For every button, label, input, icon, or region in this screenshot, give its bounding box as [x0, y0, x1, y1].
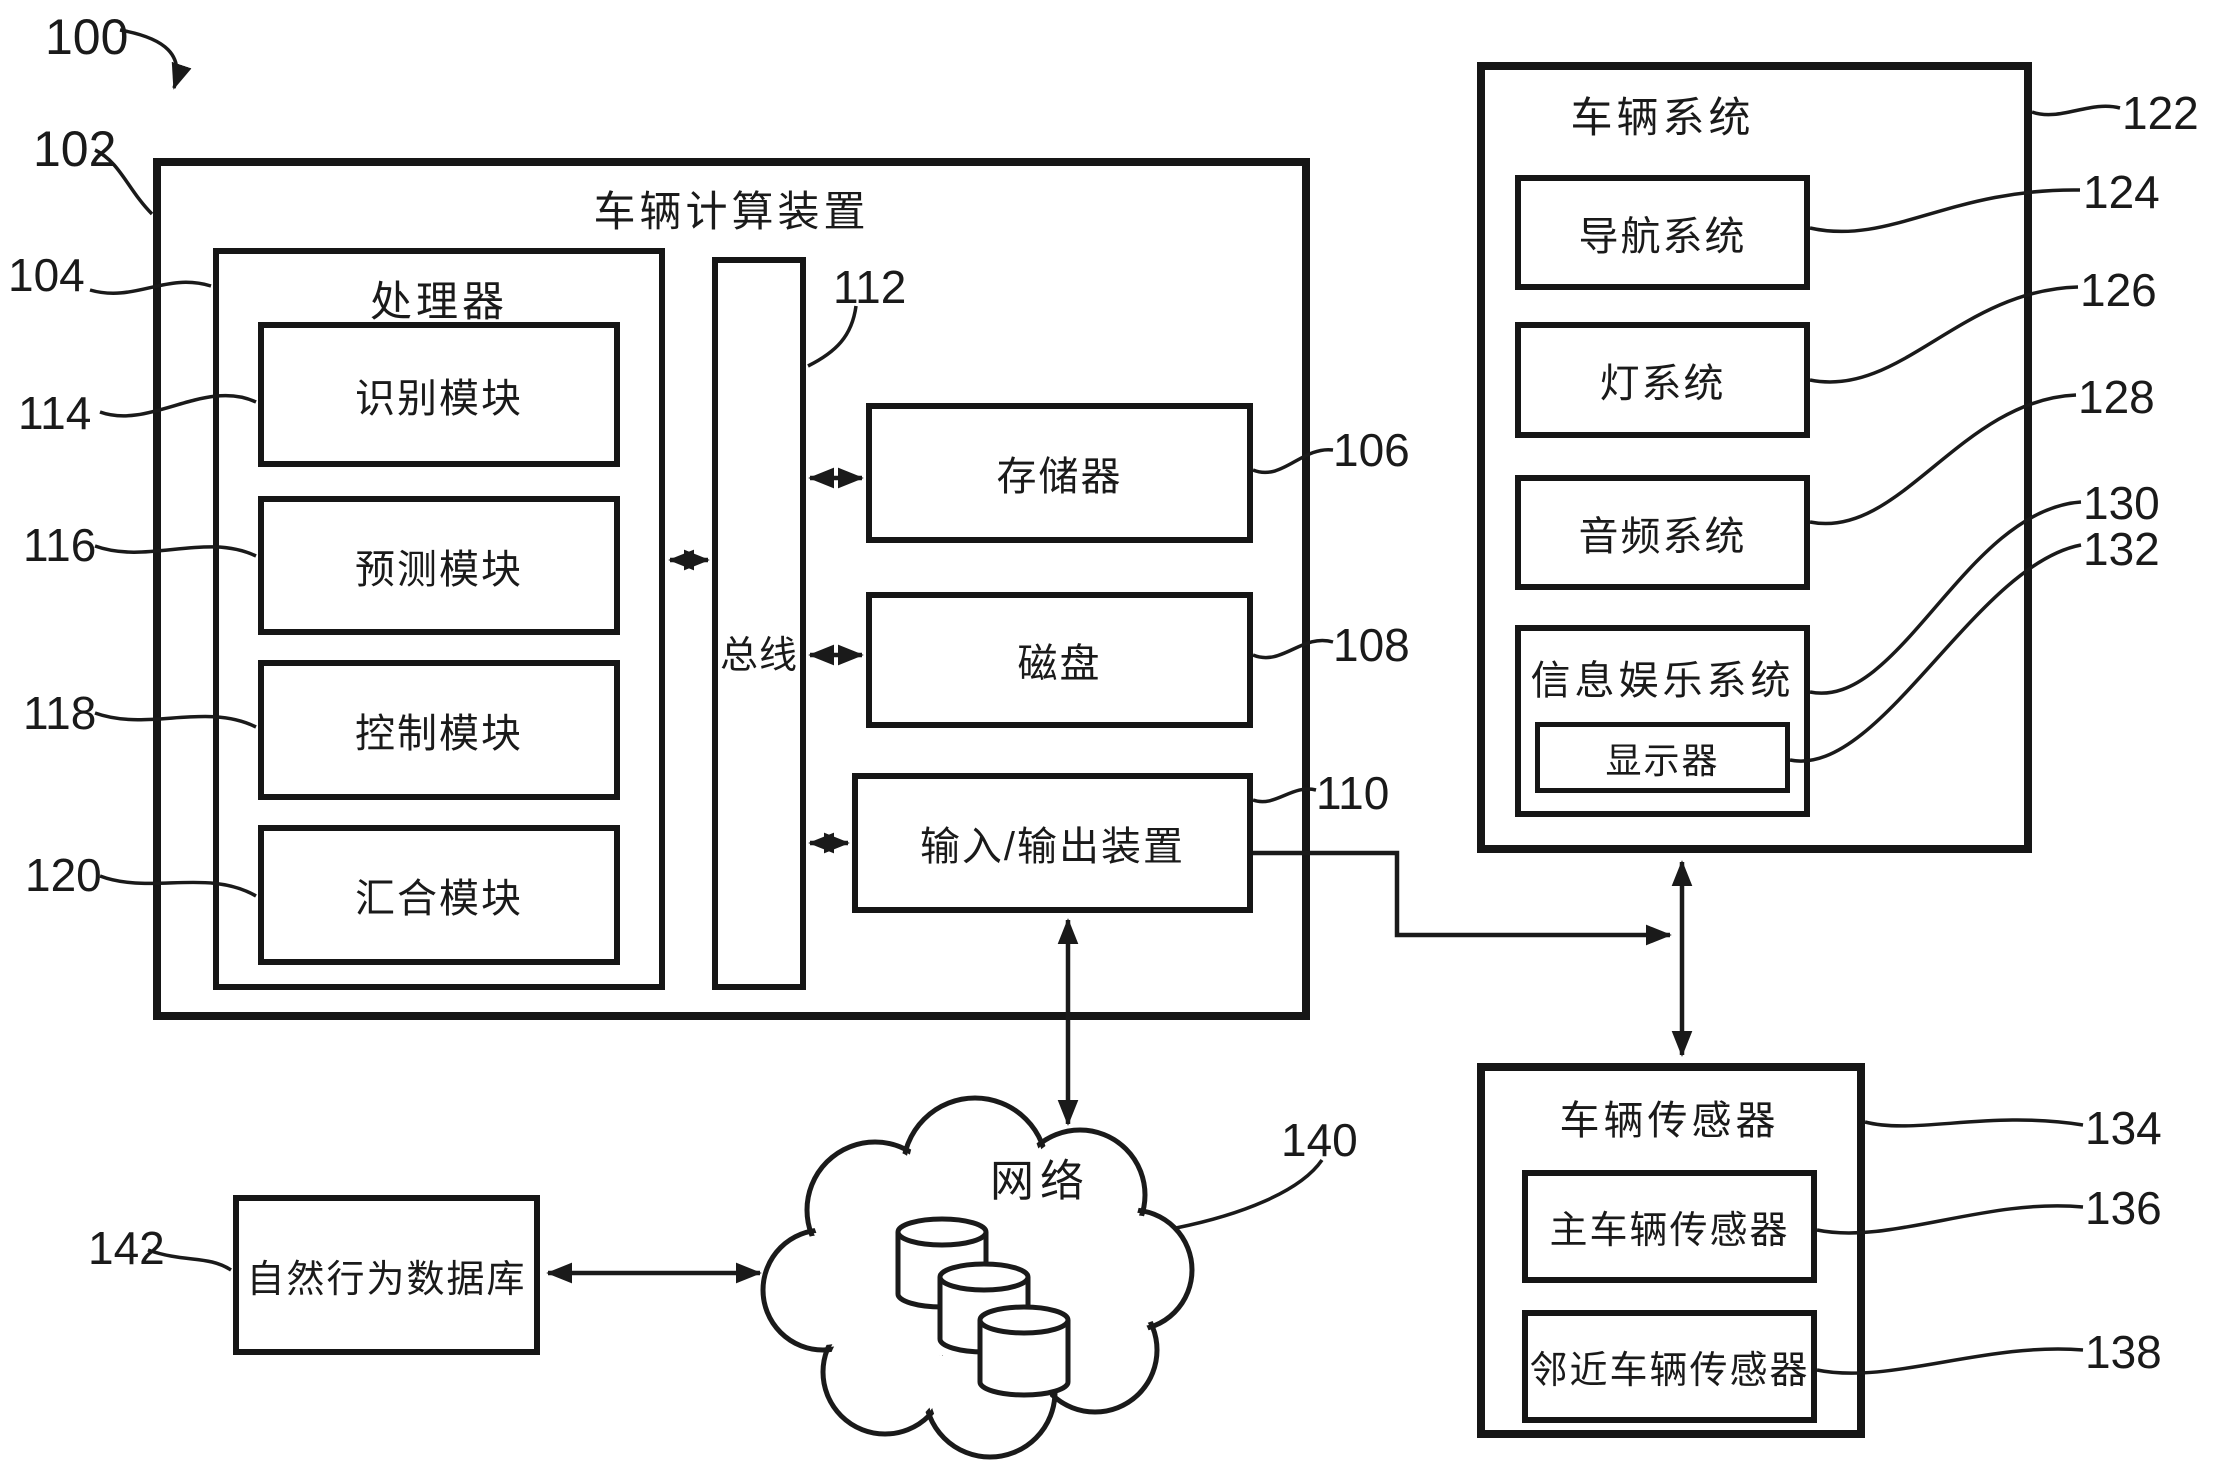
merge-module-box: 汇合模块 — [258, 825, 620, 965]
light-system-box: 灯系统 — [1515, 322, 1810, 438]
ref-label-122: 122 — [2122, 87, 2199, 139]
network-label: 网络 — [990, 1157, 1090, 1206]
display-box: 显示器 — [1535, 722, 1790, 793]
navigation-system-box: 导航系统 — [1515, 175, 1810, 290]
vehicle-sensors-title: 车辆传感器 — [1559, 1099, 1780, 1143]
ref-label-112: 112 — [833, 261, 907, 313]
database-cylinder-icon — [937, 1261, 1031, 1355]
ref-label-128: 128 — [2078, 371, 2155, 423]
ref-label-142: 142 — [88, 1222, 165, 1274]
memory-box: 存储器 — [866, 403, 1253, 543]
prediction-module-box: 预测模块 — [258, 496, 620, 635]
ref-label-108: 108 — [1333, 619, 1410, 671]
disk-box: 磁盘 — [866, 592, 1253, 728]
ref-label-140: 140 — [1281, 1114, 1358, 1166]
vehicle-computing-device-title: 车辆计算装置 — [593, 188, 870, 235]
ref-label-130: 130 — [2083, 477, 2160, 529]
ref-label-132: 132 — [2083, 523, 2160, 575]
processor-title: 处理器 — [369, 278, 508, 325]
network-cloud: 网络 — [760, 1095, 1195, 1460]
database-cylinder-icon — [895, 1216, 989, 1310]
nearby-vehicle-sensor-box: 邻近车辆传感器 — [1522, 1310, 1817, 1423]
bus-label: 总线 — [719, 634, 798, 677]
ref-label-138: 138 — [2085, 1326, 2162, 1378]
ref-label-110: 110 — [1316, 767, 1390, 819]
ref-label-102: 102 — [33, 121, 117, 177]
ref-label-120: 120 — [25, 849, 102, 901]
vehicle-system-title: 车辆系统 — [1570, 94, 1755, 141]
ref-label-134: 134 — [2085, 1102, 2162, 1154]
database-cylinder-icon — [977, 1304, 1071, 1398]
bus-box: 总线 — [712, 257, 806, 990]
ref-label-126: 126 — [2080, 264, 2157, 316]
ref-label-118: 118 — [23, 687, 97, 739]
control-module-box: 控制模块 — [258, 660, 620, 800]
ref-label-104: 104 — [8, 249, 85, 301]
host-vehicle-sensor-box: 主车辆传感器 — [1522, 1170, 1817, 1283]
infotainment-system-title: 信息娱乐系统 — [1530, 659, 1795, 703]
ref-label-106: 106 — [1333, 424, 1410, 476]
ref-label-100: 100 — [45, 9, 129, 65]
io-vehicle-connector — [1253, 850, 1672, 946]
ref-label-136: 136 — [2085, 1182, 2162, 1234]
ref-label-124: 124 — [2083, 166, 2160, 218]
figure-pointer-arrow — [119, 28, 192, 90]
natural-behavior-database-box: 自然行为数据库 — [233, 1195, 540, 1355]
ref-label-116: 116 — [23, 519, 97, 571]
ref-label-114: 114 — [18, 387, 92, 439]
io-device-box: 输入/输出装置 — [852, 773, 1253, 913]
recognition-module-box: 识别模块 — [258, 322, 620, 467]
audio-system-box: 音频系统 — [1515, 475, 1810, 590]
